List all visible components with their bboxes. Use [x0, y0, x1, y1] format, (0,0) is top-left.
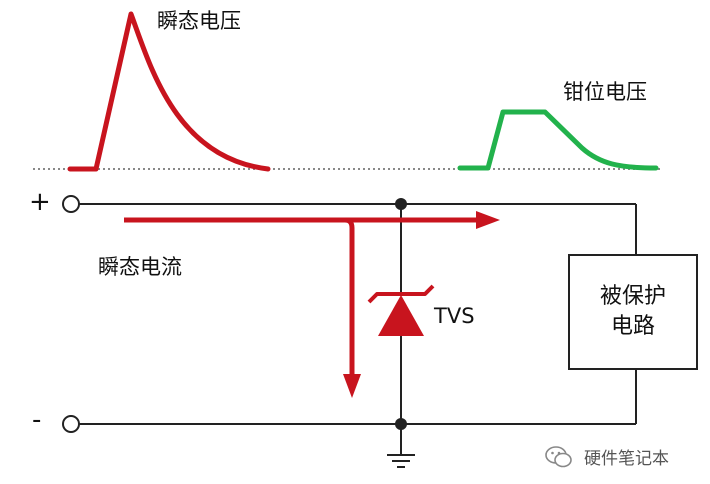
tvs-diode-body	[378, 295, 424, 336]
tvs-diode-bar	[367, 284, 435, 304]
wechat-icon	[545, 445, 572, 467]
current-arrow-down	[124, 217, 355, 376]
protected-circuit-box: 被保护电路	[568, 254, 698, 370]
junction-dot-top	[395, 198, 407, 210]
current-arrowhead-down	[343, 374, 361, 398]
positive-terminal	[62, 195, 80, 213]
watermark: 硬件笔记本	[544, 444, 669, 469]
minus-sign: -	[32, 405, 42, 435]
negative-terminal	[62, 415, 80, 433]
tvs-label: TVS	[434, 304, 475, 328]
transient-voltage-label: 瞬态电压	[157, 9, 241, 33]
transient-current-label: 瞬态电流	[98, 255, 182, 279]
clamp-voltage-label: 钳位电压	[563, 80, 647, 104]
transient-voltage-waveform	[67, 11, 271, 172]
clamp-voltage-waveform	[457, 109, 659, 171]
protected-circuit-label: 被保护电路	[599, 284, 666, 339]
watermark-text: 硬件笔记本	[584, 449, 669, 469]
plus-sign: +	[29, 187, 51, 217]
current-arrowhead-right	[476, 211, 500, 229]
